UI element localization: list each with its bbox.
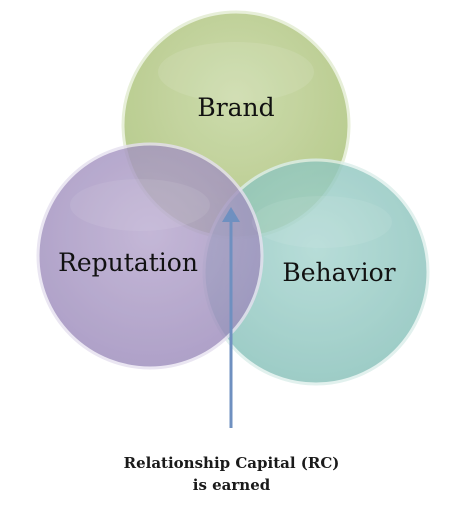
brand-label: Brand [197, 93, 274, 122]
reputation-circle [36, 142, 264, 370]
reputation-label: Reputation [58, 248, 198, 277]
caption: Relationship Capital (RC) is earned [0, 452, 463, 496]
caption-line-2: is earned [192, 476, 271, 494]
caption-line-1: Relationship Capital (RC) [123, 454, 340, 472]
behavior-label: Behavior [282, 258, 395, 287]
intersection-arrow [222, 207, 240, 428]
